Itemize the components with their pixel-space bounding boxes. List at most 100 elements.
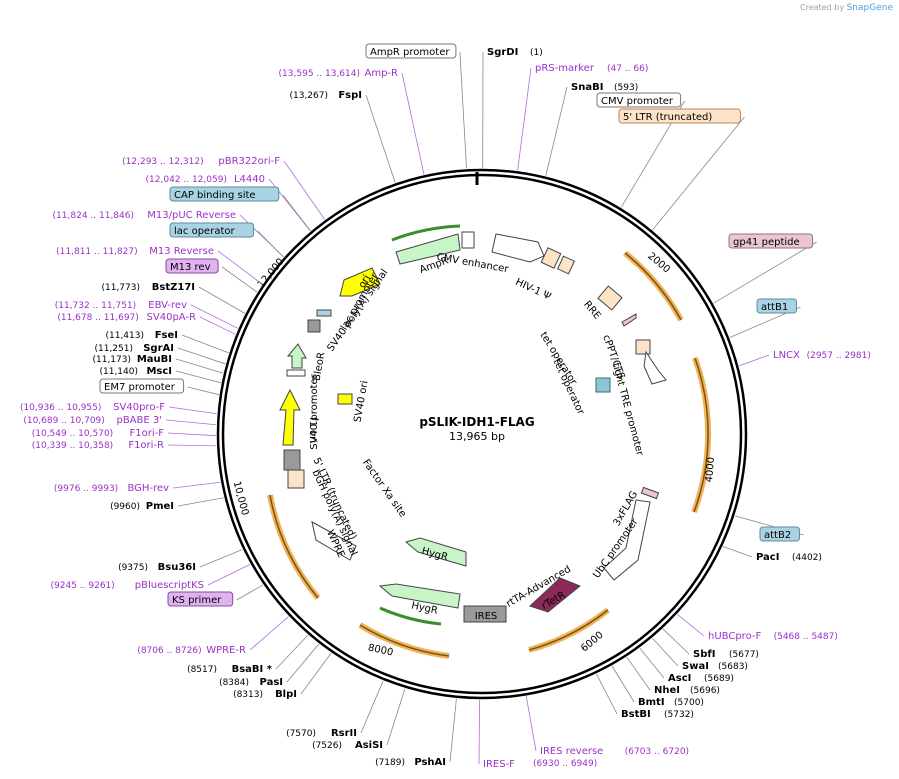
primer-name: WPRE-R: [206, 645, 246, 656]
snapgene-credit: Created by SnapGene: [800, 3, 893, 13]
enzyme-site[interactable]: BsaBI *(8517): [187, 664, 273, 675]
boxed-label[interactable]: M13 rev: [165, 258, 219, 274]
leader-line: [713, 241, 817, 304]
enzyme-site[interactable]: BstZ17I(11,773): [101, 282, 195, 293]
primer-site[interactable]: pBABE 3'(10,689 .. 10,709): [23, 415, 162, 426]
enzyme-site[interactable]: BstBI(5732): [621, 709, 694, 720]
boxed-label[interactable]: EM7 promoter: [99, 378, 185, 394]
enzyme-site[interactable]: SgrAI(11,251): [94, 343, 174, 354]
primer-site[interactable]: F1ori-F(10,549 .. 10,570): [32, 428, 164, 439]
leader-line: [525, 696, 537, 752]
enzyme-site[interactable]: BlpI(8313): [233, 689, 297, 700]
leader-line: [167, 432, 217, 437]
primer-site[interactable]: F1ori-R(10,339 .. 10,358): [32, 440, 164, 451]
leader-line: [217, 250, 263, 285]
primer-name: LNCX: [773, 350, 800, 361]
tre-arrow: [643, 350, 667, 385]
enzyme-site[interactable]: PmeI(9960): [110, 501, 174, 512]
primer-name: pRS-marker: [535, 63, 595, 74]
primer-site[interactable]: Amp-R(13,595 .. 13,614): [279, 68, 398, 79]
boxed-label[interactable]: CMV promoter: [596, 92, 682, 108]
primer-range: (5468 .. 5487): [774, 632, 838, 642]
leader-line: [167, 444, 217, 447]
leader-line: [652, 116, 745, 231]
label-text: gp41 peptide: [733, 237, 800, 248]
enzyme-position: (5696): [690, 686, 720, 696]
boxed-label[interactable]: 5' LTR (truncated): [618, 108, 741, 124]
enzyme-site[interactable]: RsrII(7570): [286, 728, 357, 739]
boxed-label[interactable]: CAP binding site: [169, 186, 280, 202]
primer-range: (6930 .. 6949): [533, 759, 597, 769]
primer-site[interactable]: (6930 .. 6949): [533, 759, 597, 769]
enzyme-site[interactable]: Bsu36I(9375): [118, 562, 196, 573]
primer-range: (47 .. 66): [607, 64, 648, 74]
primer-site[interactable]: EBV-rev(11,732 .. 11,751): [55, 300, 187, 311]
enzyme-position: (8313): [233, 690, 263, 700]
enzyme-site[interactable]: SgrDI(1): [487, 47, 543, 58]
label-text: CAP binding site: [174, 190, 256, 201]
primer-name: hUBCpro-F: [708, 631, 761, 642]
rre-glyph: [597, 285, 623, 311]
enzyme-site[interactable]: PacI(4402): [756, 552, 822, 563]
leader-line: [177, 497, 224, 507]
enzyme-site[interactable]: FseI(11,413): [105, 330, 178, 341]
enzyme-site[interactable]: NheI(5696): [654, 685, 720, 696]
enzyme-name: PasI: [260, 677, 283, 688]
sv40-promoter-glyph: [286, 369, 306, 377]
enzyme-site[interactable]: SnaBI(593): [571, 82, 638, 93]
lac-glyph: [316, 309, 332, 317]
rtetr-arrow: [529, 577, 581, 613]
enzyme-site[interactable]: FspI(13,267): [289, 90, 362, 101]
primer-range: (10,549 .. 10,570): [32, 429, 113, 439]
primer-site[interactable]: M13 Reverse(11,811 .. 11,827): [56, 246, 214, 257]
boxed-label[interactable]: gp41 peptide: [728, 233, 814, 249]
primer-site[interactable]: pRS-marker (47 .. 66): [535, 63, 648, 74]
cmv-enhancer-arrow: [491, 233, 545, 263]
primer-site[interactable]: IRES-F: [483, 759, 515, 770]
enzyme-site[interactable]: SbfI(5677): [693, 649, 759, 660]
leader-line: [596, 673, 618, 715]
enzyme-site[interactable]: SwaI(5683): [682, 661, 748, 672]
leader-line: [286, 643, 320, 683]
ltr5-glyph: [540, 247, 562, 269]
primer-name: pBluescriptKS: [135, 580, 204, 591]
primer-site[interactable]: pBluescriptKS(9245 .. 9261): [51, 580, 204, 591]
primer-site[interactable]: M13/pUC Reverse(11,824 .. 11,846): [53, 210, 236, 221]
primer-site[interactable]: SV40pA-R(11,678 .. 11,697): [57, 312, 196, 323]
boxed-label[interactable]: lac operator: [169, 222, 255, 238]
enzyme-site[interactable]: BmtI(5700): [638, 697, 704, 708]
primer-site[interactable]: L4440(12,042 .. 12,059): [146, 174, 265, 185]
leader-lines: [165, 51, 817, 765]
primer-site[interactable]: LNCX(2957 .. 2981): [773, 350, 871, 361]
enzyme-site[interactable]: AscI(5689): [668, 673, 734, 684]
f1ori-arrow: [279, 388, 301, 446]
tet-operator-glyph: [595, 377, 611, 393]
primer-site[interactable]: hUBCpro-F (5468 .. 5487): [708, 631, 838, 642]
enzyme-site[interactable]: PasI(8384): [219, 677, 283, 688]
feature-label: IRES: [475, 611, 498, 622]
enzyme-name: BsaBI *: [232, 664, 273, 675]
enzyme-site[interactable]: AsiSI(7526): [312, 740, 383, 751]
enzyme-site[interactable]: PshAI(7189): [375, 757, 446, 768]
boxed-label[interactable]: attB1: [756, 298, 797, 314]
leader-line: [401, 72, 425, 175]
primer-range: (11,824 .. 11,846): [53, 211, 134, 221]
enzyme-name: RsrII: [331, 728, 357, 739]
bleor-arrow: [286, 343, 307, 369]
boxed-label[interactable]: KS primer: [167, 591, 234, 607]
primer-site[interactable]: pBR322ori-F(12,293 .. 12,312): [122, 156, 280, 167]
enzyme-name: AsiSI: [355, 740, 383, 751]
boxed-label[interactable]: attB2: [759, 526, 800, 542]
leader-line: [257, 230, 284, 258]
primer-site[interactable]: SV40pro-F(10,936 .. 10,955): [20, 402, 165, 413]
boxed-label[interactable]: AmpR promoter: [365, 43, 457, 59]
enzyme-site[interactable]: MscI(11,140): [99, 366, 172, 377]
leader-line: [175, 370, 222, 384]
enzyme-name: MscI: [146, 366, 172, 377]
primer-site[interactable]: WPRE-R(8706 .. 8726): [137, 645, 246, 656]
enzyme-site[interactable]: MauBI(11,173): [92, 354, 172, 365]
primer-site[interactable]: IRES reverse(6703 .. 6720): [540, 746, 689, 757]
hiv-psi-glyph: [556, 255, 576, 275]
primer-range: (12,293 .. 12,312): [122, 157, 203, 167]
primer-site[interactable]: BGH-rev(9976 .. 9993): [54, 483, 169, 494]
